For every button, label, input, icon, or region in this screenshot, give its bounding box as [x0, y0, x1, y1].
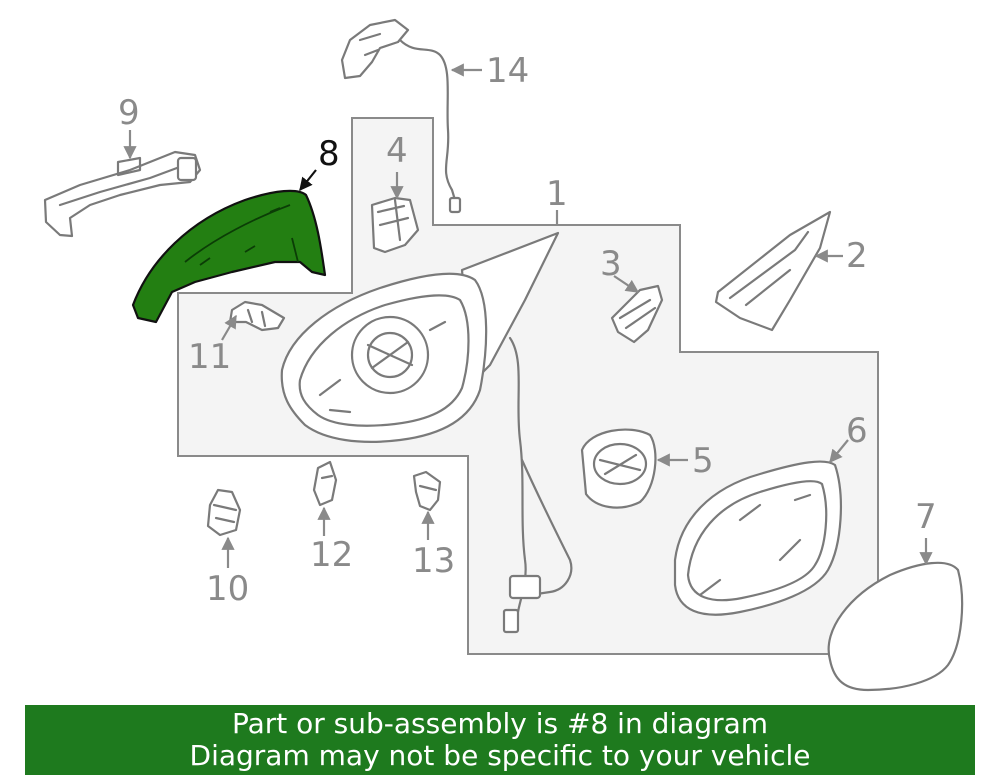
callout-4: 4 [386, 131, 408, 200]
banner-line-1: Part or sub-assembly is #8 in diagram [231, 707, 769, 740]
callout-14: 14 [450, 51, 529, 91]
info-banner: Part or sub-assembly is #8 in diagram Di… [25, 705, 975, 775]
callout-5: 5 [656, 441, 714, 481]
part-10-connector[interactable] [206, 488, 242, 537]
part-5-actuator[interactable] [580, 428, 657, 509]
part-1-mirror-assembly[interactable] [280, 231, 573, 634]
callout-8: 8 [299, 134, 340, 192]
svg-text:5: 5 [692, 441, 714, 481]
parts-diagram: 14 9 8 4 11 [43, 18, 964, 692]
part-6-glass-holder[interactable] [673, 460, 842, 616]
svg-text:9: 9 [118, 93, 140, 133]
callout-1: 1 [546, 174, 568, 225]
callout-6: 6 [829, 411, 868, 464]
part-3-bracket[interactable] [610, 284, 664, 344]
svg-text:1: 1 [546, 174, 568, 214]
svg-text:14: 14 [486, 51, 529, 91]
callout-13: 13 [412, 510, 455, 581]
part-12-clip[interactable] [312, 460, 338, 507]
svg-text:7: 7 [915, 497, 937, 537]
callout-7: 7 [915, 497, 937, 566]
svg-text:10: 10 [206, 569, 249, 609]
callout-12: 12 [310, 506, 353, 575]
callout-10: 10 [206, 536, 249, 609]
part-14-harness[interactable] [340, 18, 462, 214]
svg-text:2: 2 [846, 236, 868, 276]
svg-text:6: 6 [846, 411, 868, 451]
callout-9: 9 [118, 93, 140, 160]
svg-text:8: 8 [318, 134, 340, 174]
svg-text:11: 11 [188, 337, 231, 377]
banner-line-2: Diagram may not be specific to your vehi… [189, 739, 811, 772]
part-2-triangle-cover[interactable] [714, 210, 832, 332]
callout-3: 3 [600, 244, 640, 293]
part-13-clip[interactable] [412, 470, 442, 512]
part-9-turn-signal[interactable] [43, 150, 202, 238]
part-8-mirror-cover[interactable] [131, 189, 327, 324]
svg-text:13: 13 [412, 541, 455, 581]
svg-text:12: 12 [310, 535, 353, 575]
svg-text:3: 3 [600, 244, 622, 284]
callout-11: 11 [188, 314, 237, 377]
svg-text:4: 4 [386, 131, 408, 171]
callout-2: 2 [814, 236, 868, 276]
part-7-mirror-glass[interactable] [827, 561, 964, 692]
